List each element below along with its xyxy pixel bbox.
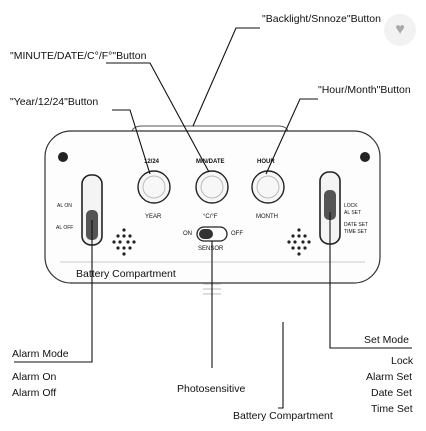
device-label-al-off: AL OFF [56,225,74,231]
sensor-switch-knob [199,229,213,239]
callout-alarm-mode: Alarm Mode [12,348,69,360]
callout-date-set: Date Set [371,387,412,399]
device-label-date-set: DATE SET [344,222,369,228]
callout-time-set: Time Set [371,403,413,415]
callout-lock: Lock [391,355,414,367]
device-label-hour: HOUR [257,159,275,165]
device-label-lock: LOCK [344,203,358,209]
device-label-sensor: SENSOR [198,246,224,252]
leader-set-mode [329,212,412,349]
callout-lines [14,27,412,409]
leader-battery-bottom [278,322,284,409]
callout-set-mode: Set Mode [364,334,409,346]
callout-battery-compartment-left: Battery Compartment [76,268,176,280]
leader-backlight [192,27,260,127]
callout-year-12-24: "Year/12/24"Button [10,96,99,108]
screw-hole-right [360,152,370,162]
speaker-grille-right [287,228,311,256]
set-mode-switch-knob [324,190,336,220]
heart-icon: ♥ [395,21,405,38]
speaker-grille-left [112,228,136,256]
device-label-sensor-on: ON [183,231,192,237]
callout-alarm-off: Alarm Off [12,387,57,399]
device-label-min-date: MIN/DATE [196,159,225,165]
device-label-al-set: AL SET [344,210,362,216]
leader-alarm-mode [14,220,93,363]
device-label-sensor-off: OFF [231,231,243,237]
device-label-c-f: °C/°F [203,214,218,220]
leader-minute-date [106,62,210,173]
favorite-button[interactable]: ♥ [384,14,416,46]
device-label-al-on: AL ON [57,203,72,209]
device-label-year: YEAR [145,214,162,220]
callout-alarm-on: Alarm On [12,371,57,383]
callout-photosensitive: Photosensitive [177,383,246,395]
leader-hour-month [265,98,318,175]
screw-hole-left [58,152,68,162]
device-label-12-24: 12/24 [144,159,160,165]
leader-year [112,109,151,175]
device-label-time-set: TIME SET [344,229,368,235]
callout-hour-month: "Hour/Month"Button [318,84,411,96]
device-label-month: MONTH [256,214,278,220]
callout-alarm-set: Alarm Set [366,371,413,383]
callout-battery-compartment-bottom: Battery Compartment [233,410,333,422]
callout-backlight-snooze: "Backlight/Snnoze"Button [262,13,381,25]
callout-minute-date: "MINUTE/DATE/C°/F°"Button [10,50,147,62]
clock-top-ridge [131,125,289,132]
